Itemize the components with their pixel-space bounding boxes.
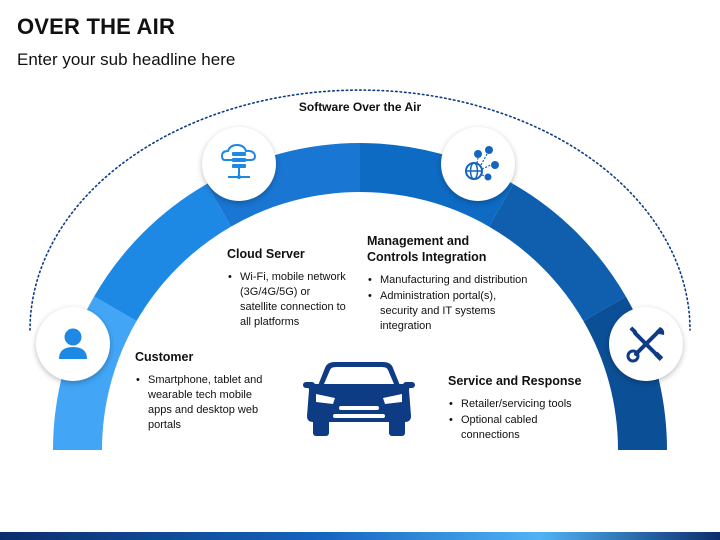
footer-bar [0,532,720,540]
service-icon-circle [609,307,683,381]
customer-block: Customer Smartphone, tablet and wearable… [135,349,265,434]
software-over-the-air-label: Software Over the Air [298,100,422,114]
management-title-line1: Management and [367,234,470,248]
user-icon [59,328,87,359]
arc-segment [360,143,514,227]
car-icon [303,362,415,436]
cloud-server-icon [220,143,257,179]
cloud-server-block: Cloud Server Wi-Fi, mobile network (3G/4… [227,246,347,331]
dotted-ota-arc [29,89,691,331]
service-bullet: Optional cabled connections [449,413,561,443]
cloud-server-title: Cloud Server [227,247,305,261]
service-bullet: Retailer/servicing tools [449,397,572,412]
service-block: Service and Response Retailer/servicing … [448,373,598,444]
globe-network-icon [465,146,499,181]
cloud-server-icon-circle [202,127,276,201]
management-bullet: Administration portal(s), security and I… [368,289,520,334]
arc-segment [94,184,231,321]
page-subtitle: Enter your sub headline here [17,50,236,69]
tools-icon [626,326,665,363]
customer-title: Customer [135,350,194,364]
arc-segment [206,143,360,227]
arc-leg [618,449,667,450]
management-bullet: Manufacturing and distribution [368,273,527,288]
cloud-server-bullet: Wi-Fi, mobile network (3G/4G/5G) or sate… [228,270,347,330]
arc-segment [489,184,626,321]
management-title-line2: Controls Integration [367,250,487,264]
customer-icon-circle [36,307,110,381]
page-title: OVER THE AIR [17,14,176,39]
customer-bullet: Smartphone, tablet and wearable tech mob… [136,373,265,433]
service-title: Service and Response [448,374,582,388]
management-icon-circle [441,127,515,201]
arc-leg [53,449,102,450]
